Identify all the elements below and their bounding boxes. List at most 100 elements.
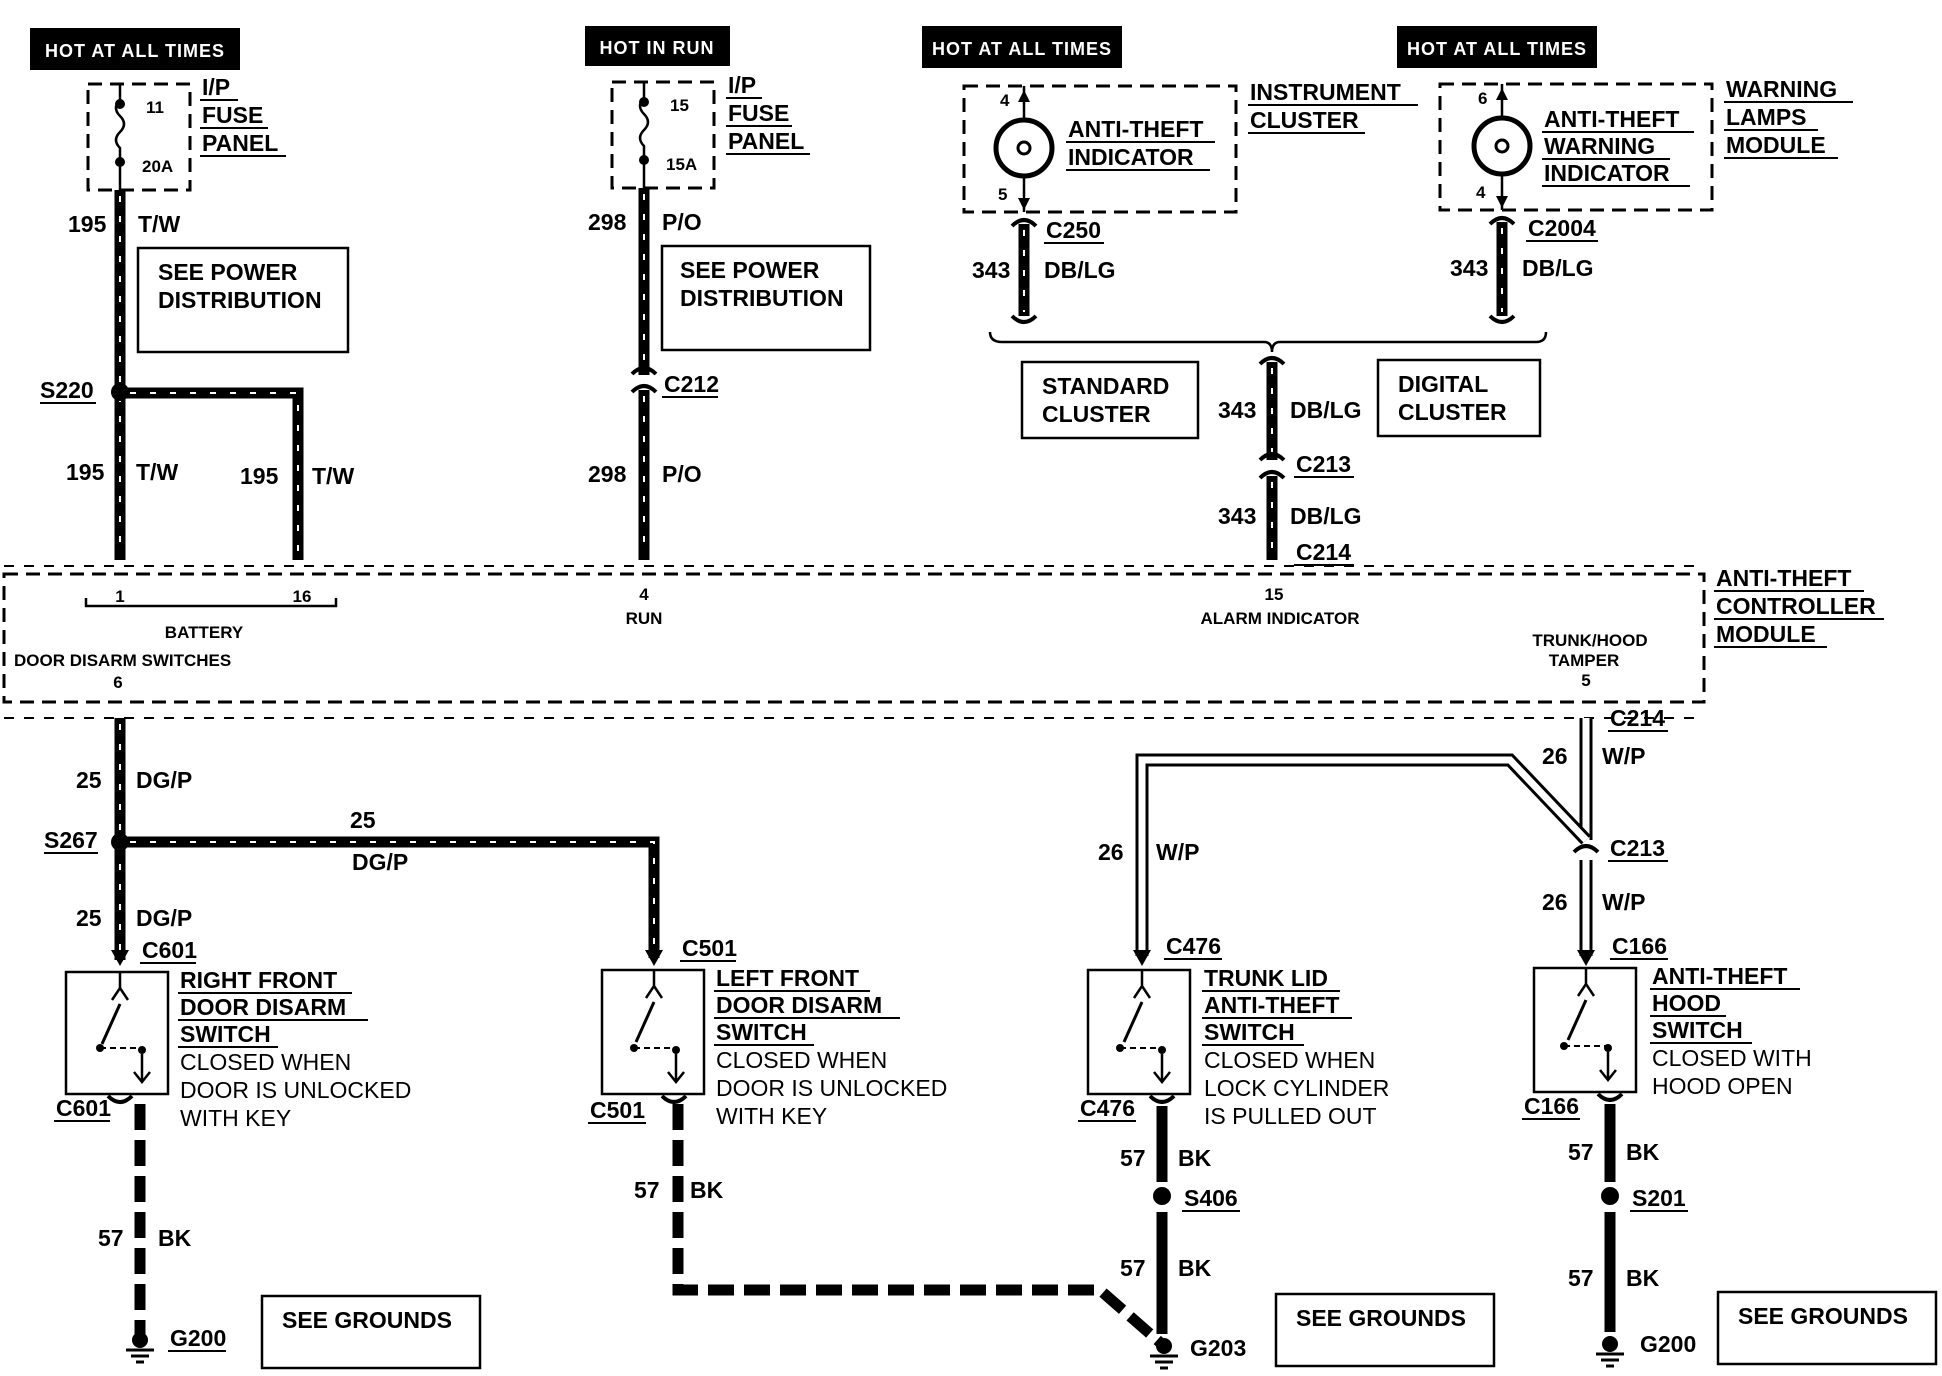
svg-text:S406: S406 [1184,1185,1238,1211]
see-grounds-2: SEE GROUNDS [1274,1292,1496,1368]
svg-text:C501: C501 [682,935,737,961]
svg-text:IS PULLED OUT: IS PULLED OUT [1204,1103,1377,1129]
svg-text:LEFT FRONT: LEFT FRONT [716,965,859,991]
svg-text:S201: S201 [1632,1185,1686,1211]
svg-text:DISTRIBUTION: DISTRIBUTION [158,287,322,313]
svg-text:C166: C166 [1612,933,1667,959]
svg-text:4: 4 [1476,183,1486,202]
svg-text:C166: C166 [1524,1093,1579,1119]
svg-text:MODULE: MODULE [1716,621,1816,647]
svg-text:W/P: W/P [1602,743,1645,769]
svg-text:HOOD: HOOD [1652,990,1721,1016]
svg-text:SEE GROUNDS: SEE GROUNDS [1296,1305,1466,1331]
anti-theft-controller-module: 1 16 BATTERY 4 RUN 15 ALARM INDICATOR DO… [2,565,1884,719]
svg-text:DG/P: DG/P [136,905,192,931]
svg-text:W/P: W/P [1156,839,1199,865]
svg-text:FUSE: FUSE [202,102,263,128]
svg-text:57: 57 [634,1177,660,1203]
svg-text:298: 298 [588,461,627,487]
svg-text:C250: C250 [1046,217,1101,243]
svg-text:SWITCH: SWITCH [716,1019,807,1045]
svg-text:S267: S267 [44,827,98,853]
anti-theft-hood-switch: ANTI-THEFT HOOD SWITCH CLOSED WITH HOOD … [1532,963,1812,1099]
svg-text:S220: S220 [40,377,94,403]
svg-text:6: 6 [1478,89,1487,108]
svg-text:BK: BK [1178,1145,1212,1171]
fuse-panel-11: 11 20A I/P FUSE PANEL [86,74,286,192]
svg-text:HOT AT ALL TIMES: HOT AT ALL TIMES [45,41,225,61]
svg-text:ALARM INDICATOR: ALARM INDICATOR [1201,609,1360,628]
svg-text:BATTERY: BATTERY [165,623,244,642]
svg-text:DB/LG: DB/LG [1522,255,1594,281]
svg-text:P/O: P/O [662,461,702,487]
svg-text:15: 15 [670,96,689,115]
svg-text:15: 15 [1265,585,1284,604]
svg-text:SEE POWER: SEE POWER [158,259,298,285]
svg-text:HOT AT ALL TIMES: HOT AT ALL TIMES [1407,39,1587,59]
svg-text:C476: C476 [1166,933,1221,959]
svg-text:FUSE: FUSE [728,100,789,126]
wire-195 [111,190,304,560]
svg-text:CLOSED WHEN: CLOSED WHEN [180,1049,351,1075]
svg-text:BK: BK [1626,1139,1660,1165]
svg-text:57: 57 [98,1225,124,1251]
svg-text:DB/LG: DB/LG [1290,397,1362,423]
svg-text:HOT IN RUN: HOT IN RUN [600,38,715,58]
svg-text:T/W: T/W [136,459,178,485]
svg-text:20A: 20A [142,157,173,176]
svg-text:TRUNK LID: TRUNK LID [1204,965,1328,991]
svg-text:DB/LG: DB/LG [1044,257,1116,283]
svg-text:DOOR DISARM: DOOR DISARM [180,994,346,1020]
see-power-distribution-1: SEE POWER DISTRIBUTION [136,246,350,354]
svg-text:57: 57 [1568,1265,1594,1291]
svg-text:15A: 15A [666,155,697,174]
svg-text:C501: C501 [590,1097,645,1123]
svg-text:HOOD OPEN: HOOD OPEN [1652,1073,1793,1099]
svg-text:5: 5 [998,185,1007,204]
wire-343-warning [1488,216,1516,324]
svg-text:W/P: W/P [1602,889,1645,915]
svg-text:MODULE: MODULE [1726,132,1826,158]
svg-text:RIGHT FRONT: RIGHT FRONT [180,967,337,993]
svg-text:DOOR IS UNLOCKED: DOOR IS UNLOCKED [716,1075,947,1101]
svg-text:DISTRIBUTION: DISTRIBUTION [680,285,844,311]
svg-text:TAMPER: TAMPER [1549,651,1620,670]
svg-text:C2004: C2004 [1528,215,1596,241]
wire-57-sw2 [660,1094,1168,1351]
svg-text:C601: C601 [56,1095,111,1121]
svg-text:SWITCH: SWITCH [180,1021,271,1047]
svg-text:298: 298 [588,209,627,235]
svg-text:ANTI-THEFT: ANTI-THEFT [1204,992,1339,1018]
svg-text:CLOSED WHEN: CLOSED WHEN [1204,1047,1375,1073]
svg-text:CLUSTER: CLUSTER [1250,107,1359,133]
svg-text:CLUSTER: CLUSTER [1398,399,1507,425]
standard-cluster-box: STANDARD CLUSTER [1020,360,1200,440]
warning-lamps-module: 6 4 ANTI-THEFT WARNING INDICATOR WARNING… [1438,76,1853,212]
svg-text:SWITCH: SWITCH [1652,1017,1743,1043]
svg-text:BK: BK [158,1225,192,1251]
svg-text:SEE GROUNDS: SEE GROUNDS [282,1307,452,1333]
svg-text:I/P: I/P [728,72,756,98]
svg-text:I/P: I/P [202,74,230,100]
svg-text:26: 26 [1542,743,1568,769]
svg-text:INDICATOR: INDICATOR [1068,144,1194,170]
svg-text:195: 195 [66,459,105,485]
svg-text:T/W: T/W [312,463,354,489]
hot-at-all-times-header-2: HOT AT ALL TIMES [922,26,1122,68]
svg-text:6: 6 [113,673,122,692]
svg-text:INSTRUMENT: INSTRUMENT [1250,79,1401,105]
svg-text:T/W: T/W [138,211,180,237]
svg-text:DIGITAL: DIGITAL [1398,371,1488,397]
svg-text:HOT AT ALL TIMES: HOT AT ALL TIMES [932,39,1112,59]
hot-at-all-times-header-3: HOT AT ALL TIMES [1397,26,1597,68]
hot-in-run-header: HOT IN RUN [585,26,730,66]
svg-text:DOOR IS UNLOCKED: DOOR IS UNLOCKED [180,1077,411,1103]
svg-text:26: 26 [1542,889,1568,915]
svg-text:WARNING: WARNING [1544,133,1655,159]
svg-text:WITH KEY: WITH KEY [180,1105,291,1131]
svg-text:25: 25 [76,767,102,793]
svg-text:C476: C476 [1080,1095,1135,1121]
svg-text:PANEL: PANEL [728,128,804,154]
svg-text:4: 4 [639,585,649,604]
see-power-distribution-2: SEE POWER DISTRIBUTION [660,244,872,352]
